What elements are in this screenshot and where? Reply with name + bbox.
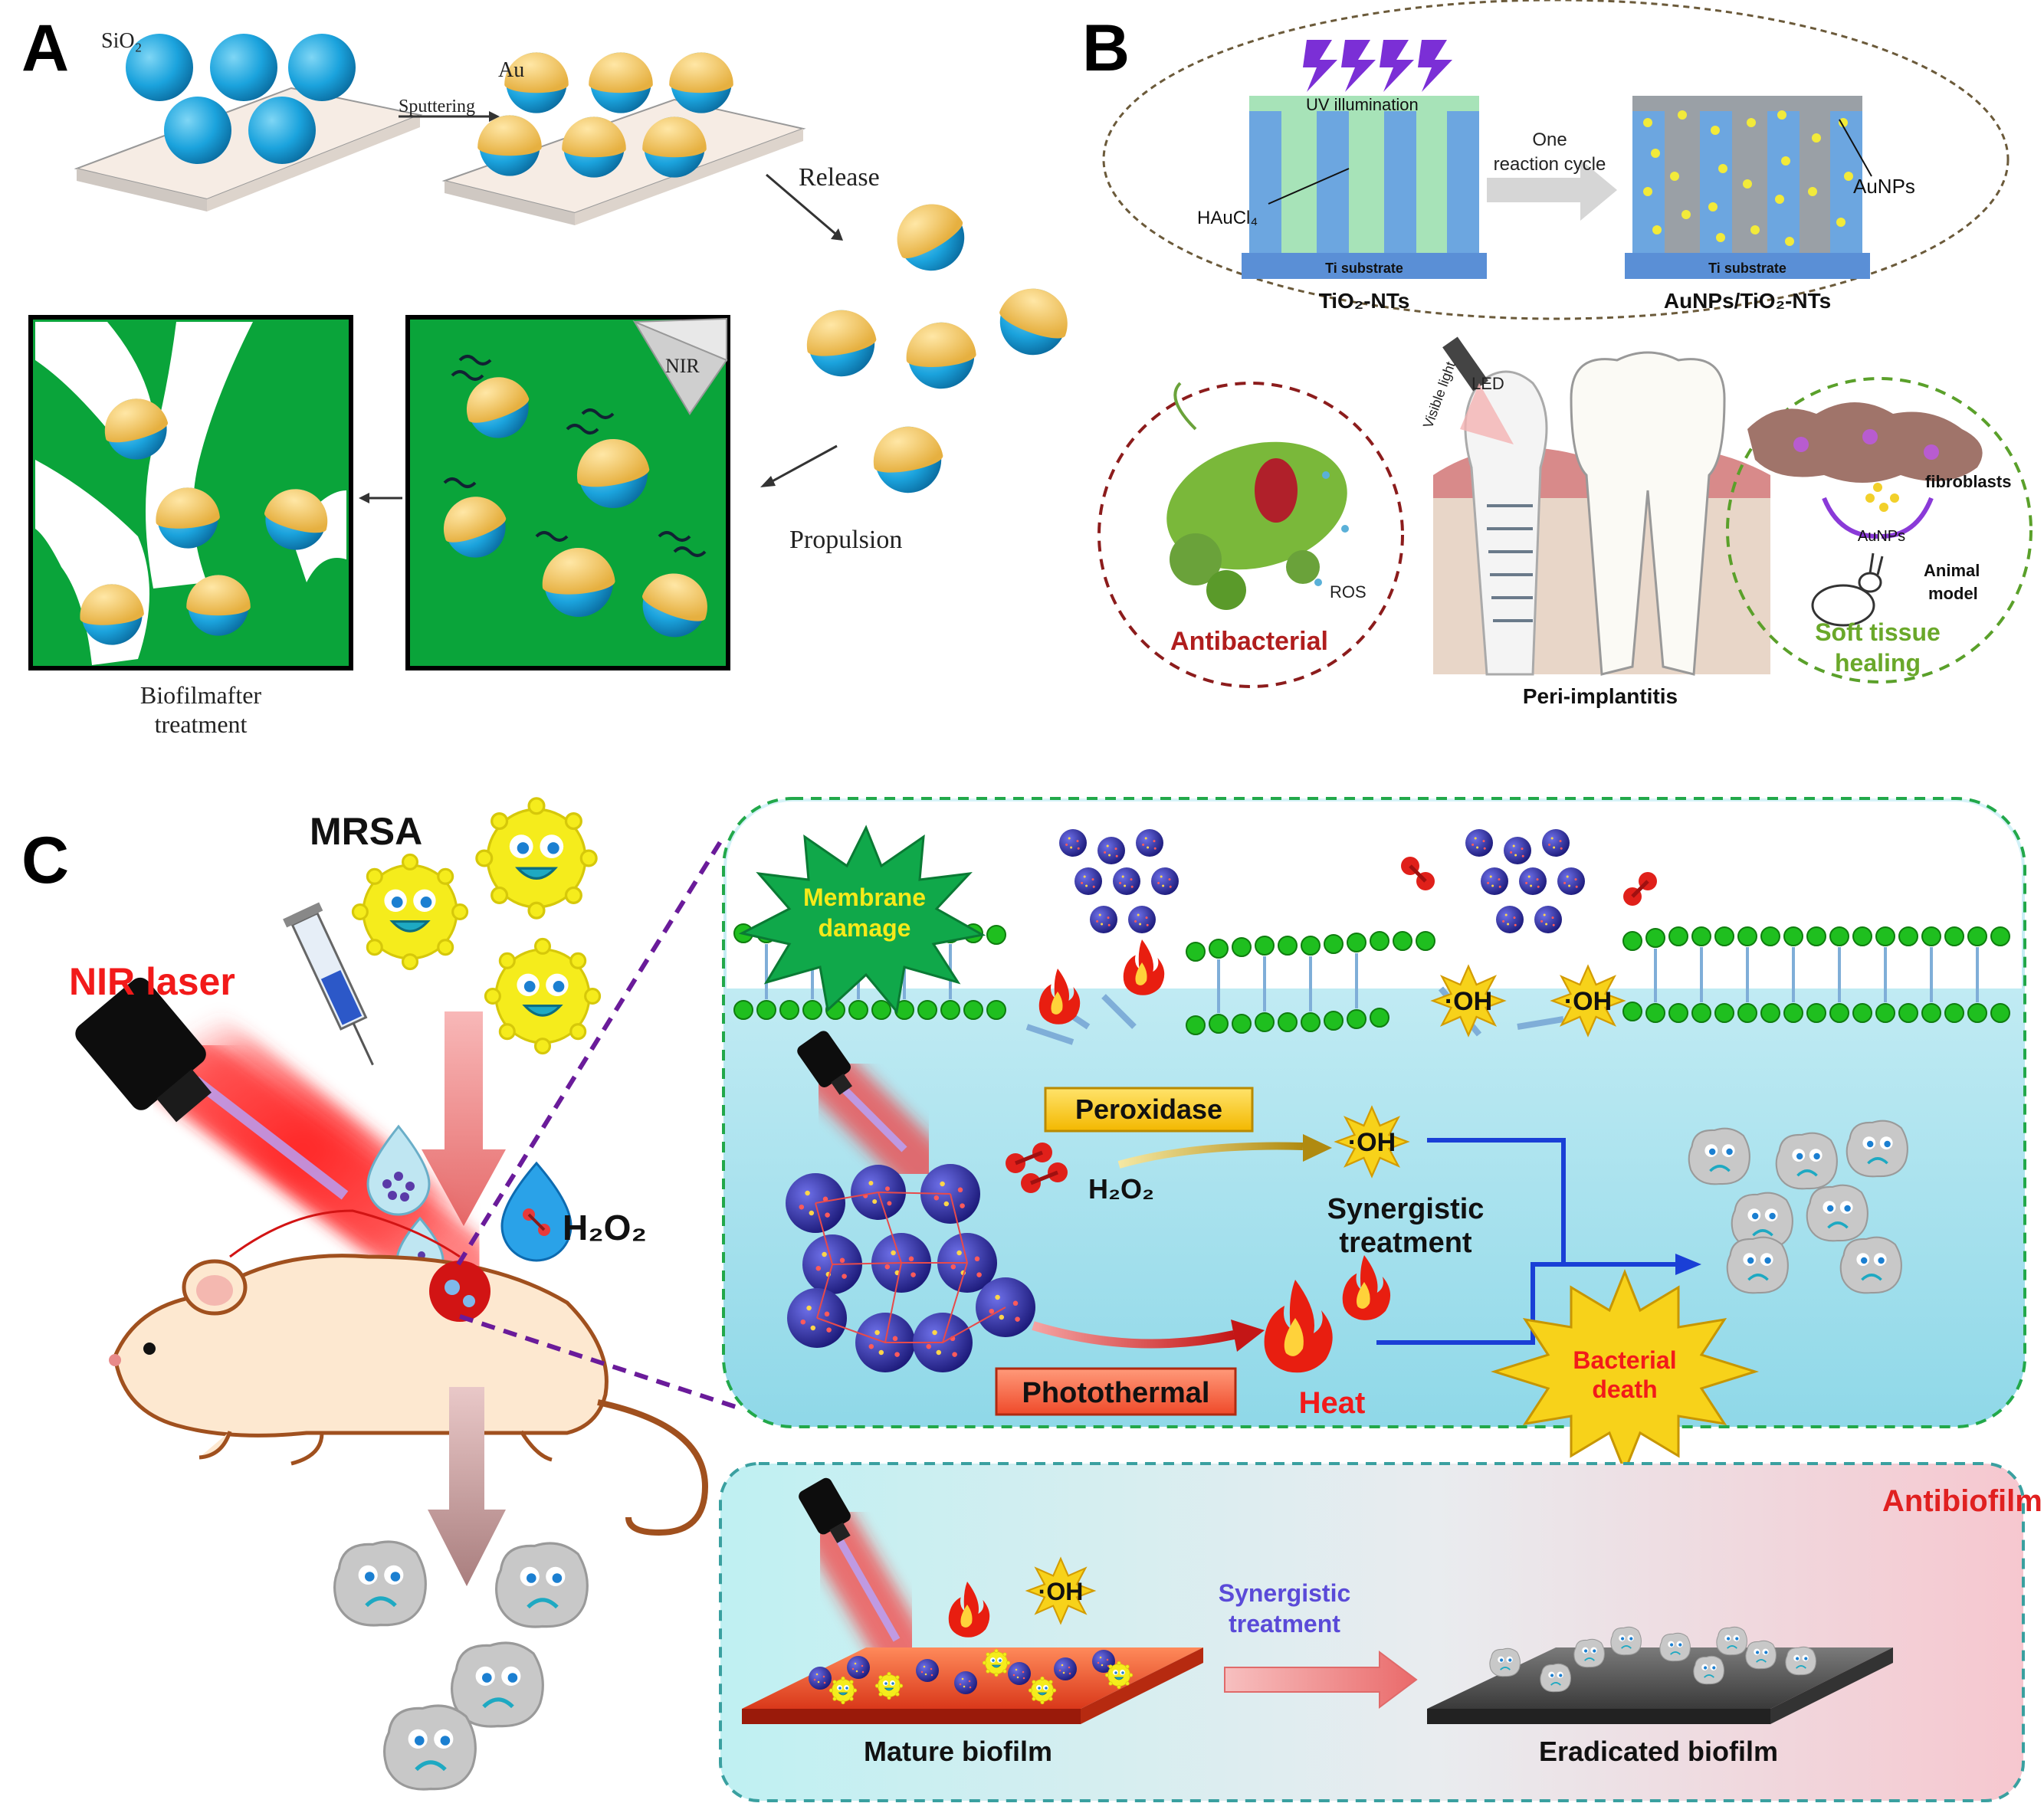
panel-c: C MRSA NIR laser bbox=[21, 797, 2042, 1802]
membrane-damage-burst bbox=[738, 825, 986, 1015]
synergy2-label-1: Synergistic bbox=[1219, 1579, 1351, 1607]
down-arrow-top bbox=[422, 1011, 506, 1226]
oh-label-4: ·OH bbox=[1038, 1578, 1084, 1605]
release-label: Release bbox=[799, 163, 880, 192]
mrsa-label: MRSA bbox=[310, 810, 422, 853]
laser-device bbox=[75, 977, 212, 1123]
synergy-arrow-2 bbox=[1224, 1651, 1418, 1709]
photothermal-box bbox=[995, 1367, 1237, 1416]
photothermal-arrow bbox=[1032, 1321, 1235, 1349]
soft-tissue-label-1: Soft tissue bbox=[1815, 618, 1941, 646]
peri-implantitis-label: Peri-implantitis bbox=[1523, 684, 1678, 708]
propelled-particles bbox=[435, 355, 717, 647]
np-network bbox=[786, 1164, 1035, 1372]
inset-laser bbox=[797, 1031, 947, 1192]
nir-laser-beam bbox=[115, 996, 490, 1303]
free-janus-particles bbox=[801, 191, 1078, 499]
membrane-damage-label-1: Membrane bbox=[803, 884, 926, 911]
soft-tissue-label-2: healing bbox=[1835, 649, 1921, 677]
panel-a: A SiO₂ Sputtering Au bbox=[21, 11, 1078, 738]
antibacterial-circle bbox=[1097, 382, 1404, 688]
h2o2-small-label: H₂O₂ bbox=[1088, 1173, 1154, 1205]
peroxidase-arrow bbox=[1117, 1142, 1304, 1169]
sio2-spheres bbox=[126, 34, 356, 164]
ti-substrate-2-label: Ti substrate bbox=[1708, 261, 1786, 276]
peroxidase-box bbox=[1044, 1087, 1254, 1133]
uv-bolts bbox=[1303, 40, 1452, 92]
fibroblasts-illustration bbox=[1747, 402, 1983, 627]
tooth-implant-illustration bbox=[1433, 336, 1770, 676]
synergy-label-1: Synergistic bbox=[1327, 1193, 1485, 1225]
dead-bacteria-left bbox=[335, 1542, 588, 1789]
reaction-arrow bbox=[1487, 159, 1617, 221]
bacterial-death-label-1: Bacterial bbox=[1573, 1346, 1676, 1374]
heat-label: Heat bbox=[1299, 1386, 1366, 1420]
synergy-connectors bbox=[1376, 1138, 1678, 1345]
down-arrow-bottom bbox=[428, 1387, 506, 1586]
eradicated-biofilm-plate bbox=[1427, 1626, 1893, 1724]
mature-biofilm-plate bbox=[742, 1582, 1203, 1724]
bacterium-illustration bbox=[1166, 382, 1349, 610]
oh-label-1: ·OH bbox=[1445, 987, 1492, 1016]
reaction-label-1: One bbox=[1532, 130, 1567, 150]
zoom-line-top bbox=[456, 835, 726, 1266]
synergy-label-2: treatment bbox=[1339, 1227, 1471, 1259]
animal-model-label-1: Animal bbox=[1924, 561, 1980, 580]
biofilm-caption-2: treatment bbox=[155, 710, 248, 738]
biofilm-caption-1: Biofilmafter bbox=[140, 681, 262, 709]
au-label: Au bbox=[498, 58, 524, 82]
visible-light-label: Visible light bbox=[1420, 359, 1458, 430]
membrane-damage-label-2: damage bbox=[819, 914, 911, 942]
reaction-label-2: reaction cycle bbox=[1494, 154, 1606, 175]
zoom-line-bottom bbox=[459, 1314, 741, 1411]
propulsion-label: Propulsion bbox=[789, 526, 902, 554]
antibiofilm-label: Antibiofilm bbox=[1882, 1484, 2042, 1518]
aunps-tio2-diagram bbox=[1625, 96, 1870, 279]
fibroblasts-label: fibroblasts bbox=[1925, 472, 2011, 491]
ti-substrate-1-label: Ti substrate bbox=[1325, 261, 1403, 276]
panel-b-letter: B bbox=[1082, 11, 1130, 85]
panel-a-letter: A bbox=[21, 11, 69, 85]
aunps-label: AuNPs bbox=[1853, 175, 1915, 198]
photothermal-label: Photothermal bbox=[1022, 1377, 1210, 1409]
bacterial-death-label-2: death bbox=[1592, 1375, 1657, 1403]
peroxidase-label: Peroxidase bbox=[1075, 1093, 1222, 1125]
bottom-laser bbox=[799, 1477, 931, 1682]
uv-illumination-label: UV illumination bbox=[1306, 95, 1419, 114]
h2o2-big-label: H₂O₂ bbox=[563, 1208, 647, 1247]
led-label: LED bbox=[1471, 374, 1504, 393]
haucl4-label: HAuCl₄ bbox=[1197, 208, 1258, 228]
tio2-nt-diagram bbox=[1242, 96, 1487, 279]
eradicated-biofilm-label: Eradicated biofilm bbox=[1539, 1736, 1778, 1767]
tio2-nts-label: TiO₂-NTs bbox=[1319, 289, 1410, 313]
panel-c-letter: C bbox=[21, 824, 69, 897]
syringe-icon bbox=[283, 902, 374, 1066]
soft-tissue-circle bbox=[1726, 377, 2033, 684]
panel-b: B UV illumination HAuCl₄ Ti substrate Ti… bbox=[1082, 0, 2033, 708]
h2o2-molecule-mid bbox=[1006, 1143, 1068, 1193]
mature-biofilm-label: Mature biofilm bbox=[864, 1736, 1052, 1767]
sio2-label: SiO₂ bbox=[101, 29, 142, 53]
sputtering-label: Sputtering bbox=[399, 97, 475, 116]
aunps-tio2-nts-label: AuNPs/TiO₂-NTs bbox=[1664, 289, 1831, 313]
animal-model-label-2: model bbox=[1928, 584, 1978, 603]
synergy2-label-2: treatment bbox=[1229, 1610, 1340, 1638]
nir-laser-label: NIR laser bbox=[69, 960, 235, 1003]
nir-label: NIR bbox=[665, 355, 700, 377]
oh-label-3: ·OH bbox=[1348, 1128, 1396, 1157]
h2o2-molecules-top bbox=[1401, 857, 1657, 906]
antibacterial-label: Antibacterial bbox=[1170, 627, 1328, 656]
mouse-illustration bbox=[109, 1209, 709, 1536]
process-oval bbox=[1102, 0, 2010, 320]
oh-label-2: ·OH bbox=[1564, 987, 1612, 1016]
aunps-small-label: AuNPs bbox=[1858, 528, 1905, 545]
ros-label: ROS bbox=[1330, 582, 1366, 602]
